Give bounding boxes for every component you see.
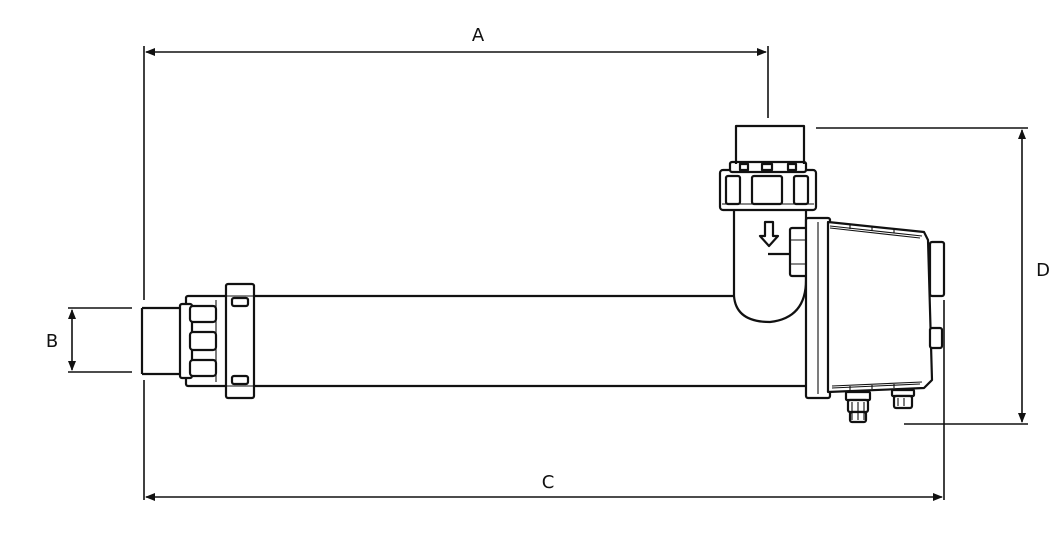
main-body-tube: [254, 294, 808, 388]
control-housing: [826, 220, 934, 394]
left-union-nut: [178, 294, 230, 388]
dimension-label-c: C: [542, 472, 555, 493]
outlet-pipe-stub: [734, 124, 806, 164]
cable-gland-left: [844, 390, 872, 424]
cable-gland-right: [890, 388, 916, 410]
housing-mounting-plate: [804, 216, 832, 400]
dimension-d: D: [816, 127, 1050, 425]
side-cover: [928, 240, 946, 298]
dimension-b: B: [46, 307, 132, 373]
outlet-elbow: [732, 210, 808, 324]
dimension-c: C: [143, 300, 945, 501]
dimension-a: A: [143, 25, 769, 300]
dimension-label-b: B: [46, 331, 58, 352]
flow-arrow-icon: [758, 220, 780, 248]
dimension-label-a: A: [472, 25, 485, 46]
left-flange: [224, 282, 256, 400]
dimension-label-d: D: [1036, 260, 1050, 281]
side-knob: [928, 326, 944, 350]
top-union-nut: [718, 160, 818, 212]
